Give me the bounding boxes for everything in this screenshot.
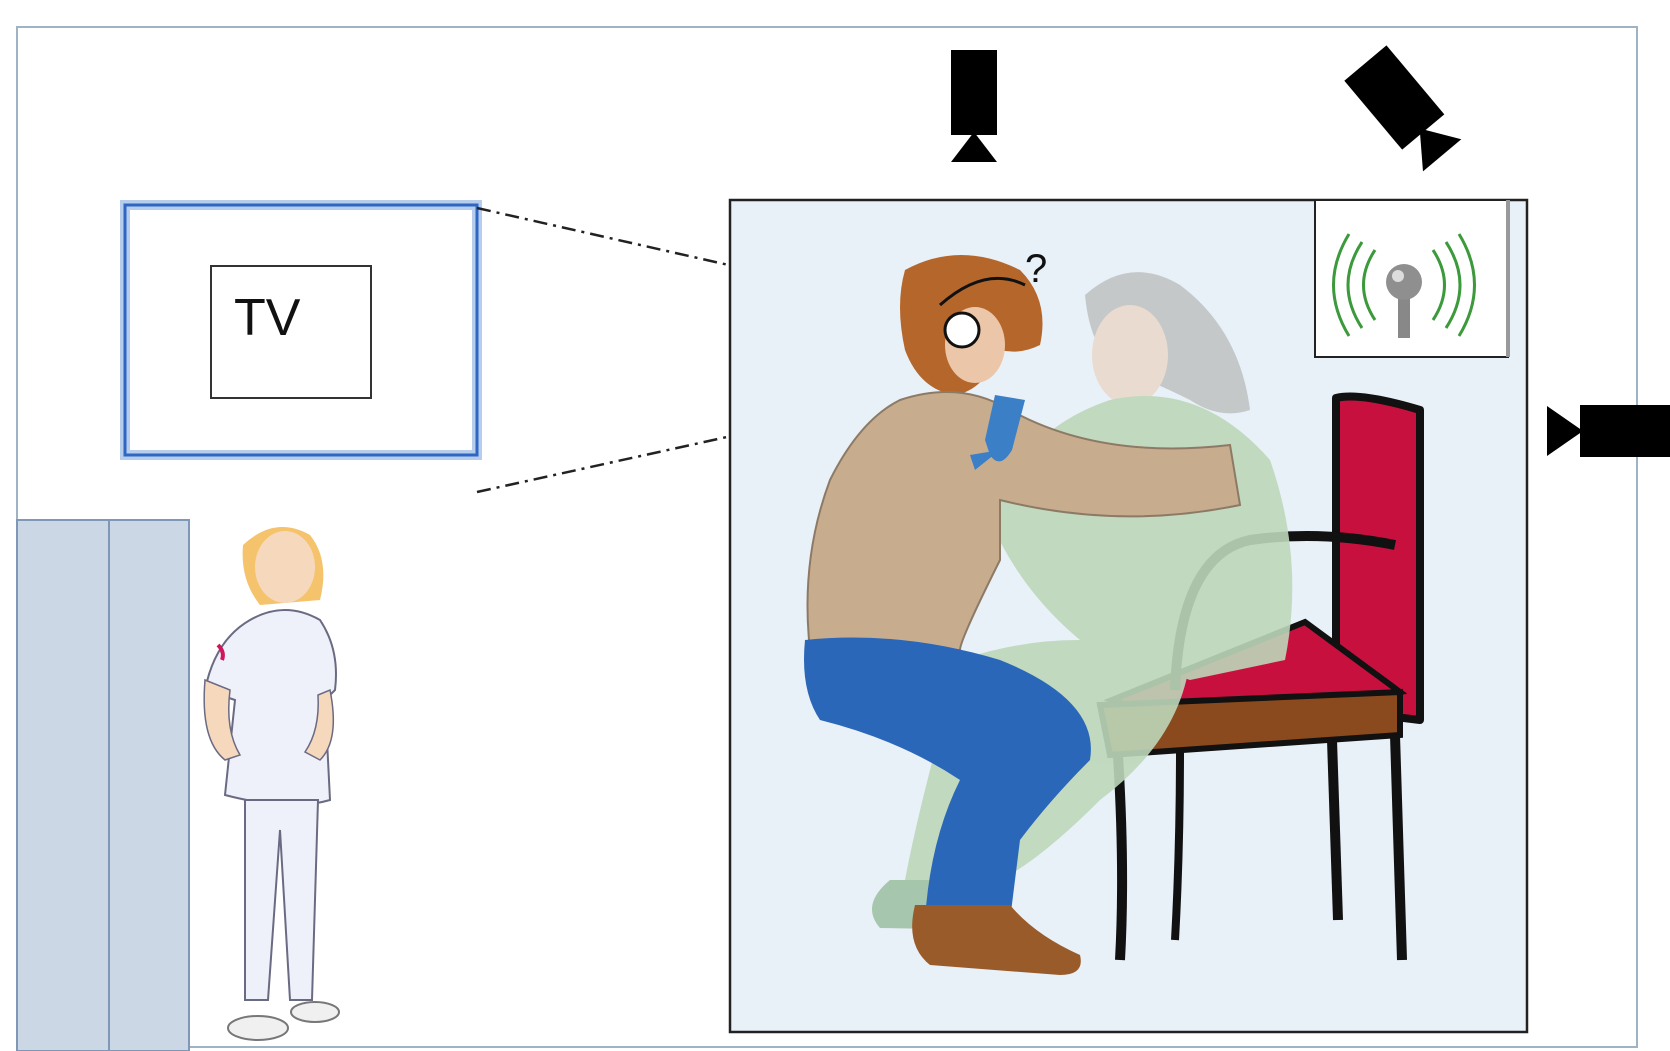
video-camera-icon [951, 50, 997, 162]
tv-label: TV [234, 289, 301, 347]
wireless-sensor [1315, 200, 1508, 357]
headphone [945, 313, 979, 347]
nurse [204, 527, 339, 1040]
wall-panel-left [17, 520, 109, 1051]
video-camera-icon [1344, 45, 1463, 172]
tv-screen: TV [125, 205, 477, 455]
wall-panel-right [109, 520, 189, 1051]
question-mark: ? [1025, 247, 1047, 291]
wall-panels [17, 520, 189, 1051]
video-camera-icon [1547, 405, 1670, 457]
